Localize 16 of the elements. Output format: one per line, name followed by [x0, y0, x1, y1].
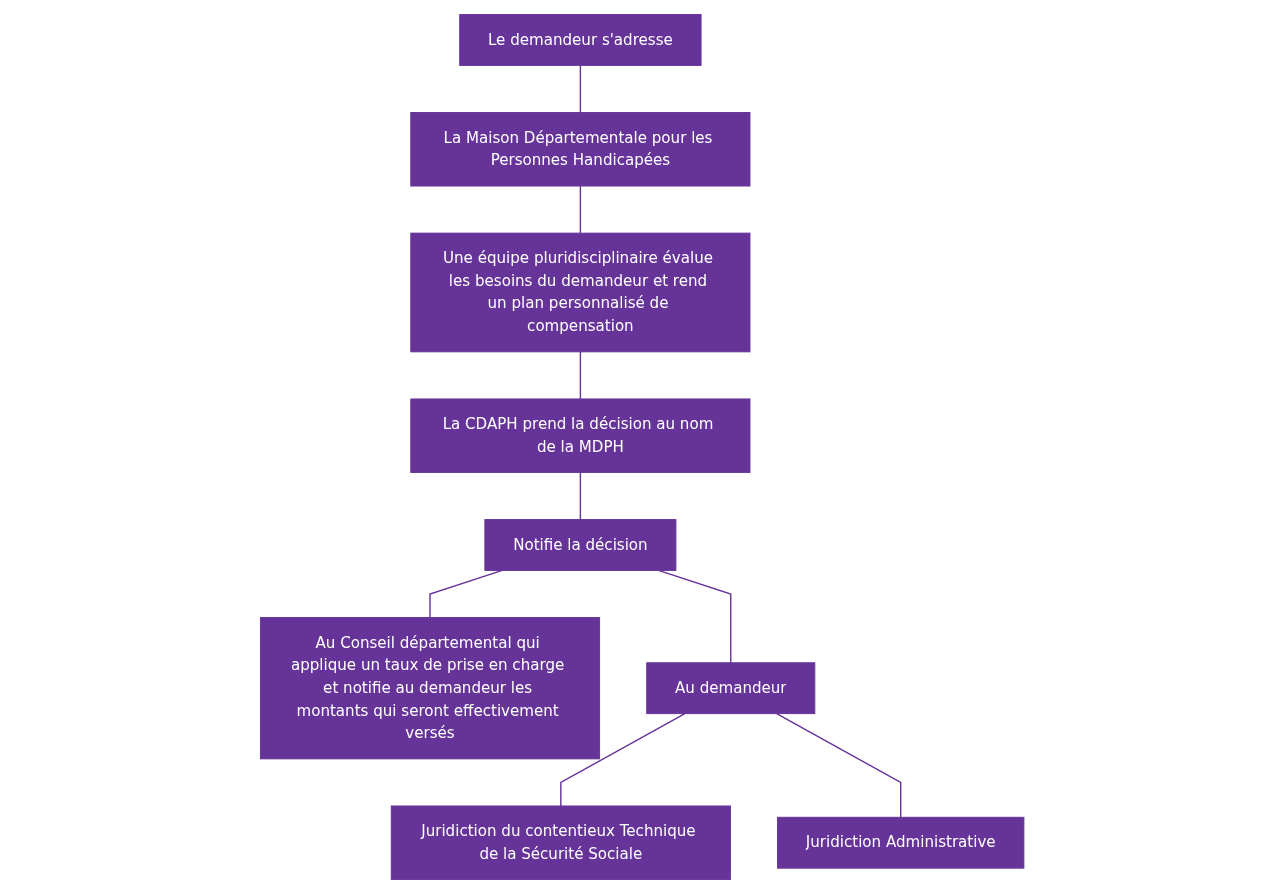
connector	[776, 712, 902, 818]
node-box: Notifie la décision	[484, 519, 677, 571]
connector	[580, 64, 582, 114]
node-box: Au demandeur	[646, 662, 816, 715]
connector	[580, 351, 582, 400]
node-box: La Maison Départementale pour les Personnes Handicapées	[410, 112, 751, 187]
connector	[580, 471, 582, 521]
node-box: Une équipe pluridisciplinaire évalue les besoins du demandeur et rend un plan personnalisé de compensation	[410, 232, 751, 353]
node-box: La CDAPH prend la décision au nom de la MDPH	[410, 398, 751, 473]
connector	[658, 569, 732, 664]
connector	[560, 712, 686, 807]
node-box: Juridiction du contentieux Technique de la Sécurité Sociale	[391, 805, 732, 880]
node-box: Le demandeur s'adresse	[459, 14, 702, 66]
node-box: Au Conseil départemental qui applique un taux de prise en charge et notifie au demandeur les montants qui seront effectivement versés	[260, 617, 601, 760]
connector	[580, 185, 582, 234]
node-box: Juridiction Administrative	[777, 816, 1025, 869]
